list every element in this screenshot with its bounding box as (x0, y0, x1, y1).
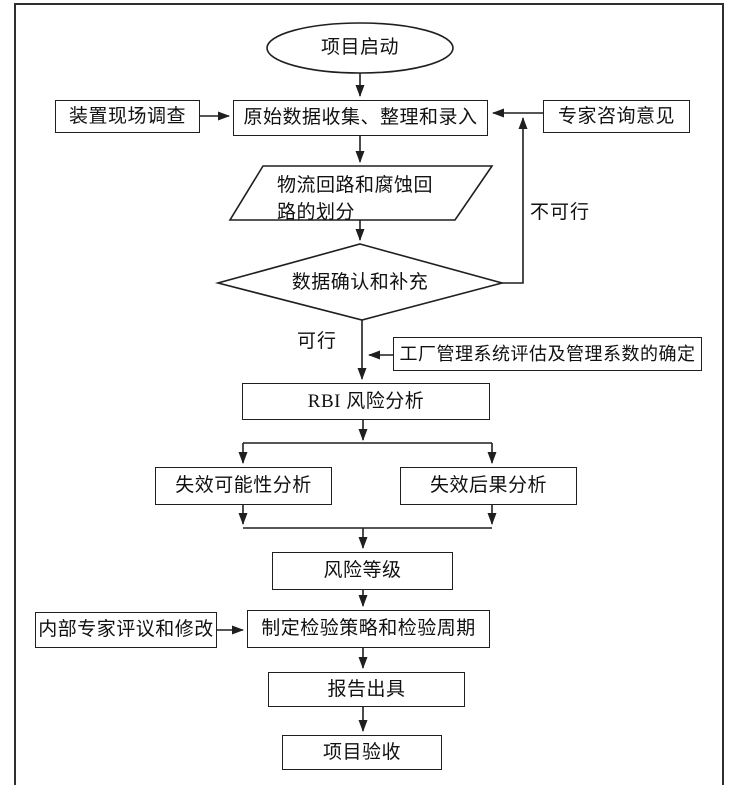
flow-node-inspection-plan: 制定检验策略和检验周期 (247, 610, 490, 648)
flow-node-mgmt-system-label: 工厂管理系统评估及管理系数的确定 (399, 343, 696, 364)
flow-node-data-confirm: 数据确认和补充 (250, 268, 470, 298)
parallelogram-shape (228, 165, 494, 221)
flow-node-failure-probability: 失效可能性分析 (155, 467, 332, 505)
flow-node-failure-probability-label: 失效可能性分析 (175, 475, 312, 497)
flow-node-internal-review: 内部专家评议和修改 (35, 612, 217, 648)
flow-node-expert-consult: 专家咨询意见 (543, 100, 690, 133)
flow-node-failure-consequence-label: 失效后果分析 (429, 475, 547, 497)
flow-node-data-collection: 原始数据收集、整理和录入 (233, 100, 488, 136)
flow-node-rbi-analysis-label: RBI 风险分析 (307, 390, 425, 412)
flow-node-data-collection-label: 原始数据收集、整理和录入 (243, 107, 478, 129)
flow-arrows (200, 73, 543, 732)
edge-label-feasible: 可行 (297, 331, 338, 352)
flow-node-acceptance-label: 项目验收 (322, 741, 401, 763)
flow-node-report: 报告出具 (268, 672, 465, 707)
flow-node-report-label: 报告出具 (327, 678, 406, 700)
flow-node-expert-consult-label: 专家咨询意见 (557, 105, 675, 127)
flow-node-inspection-plan-label: 制定检验策略和检验周期 (261, 618, 476, 640)
flow-node-rbi-analysis: RBI 风险分析 (242, 383, 490, 420)
arrow-infeasible-feedback (502, 117, 528, 284)
flow-node-data-confirm-label: 数据确认和补充 (291, 272, 429, 294)
edge-label-infeasible: 不可行 (530, 202, 591, 223)
flow-node-loop-division-label: 物流回路和腐蚀回路的划分 (277, 175, 434, 223)
flow-node-risk-level: 风险等级 (272, 552, 453, 590)
flow-node-internal-review-label: 内部专家评议和修改 (38, 619, 214, 641)
flow-node-acceptance: 项目验收 (282, 735, 442, 770)
flow-node-start: 项目启动 (267, 24, 453, 72)
flow-node-mgmt-system: 工厂管理系统评估及管理系数的确定 (393, 337, 702, 371)
flow-node-start-label: 项目启动 (320, 37, 399, 59)
flow-node-risk-level-label: 风险等级 (323, 560, 402, 582)
page-frame (14, 3, 724, 785)
flow-node-site-survey: 装置现场调查 (55, 100, 200, 133)
flow-node-failure-consequence: 失效后果分析 (400, 467, 577, 505)
flow-node-site-survey-label: 装置现场调查 (68, 105, 186, 127)
